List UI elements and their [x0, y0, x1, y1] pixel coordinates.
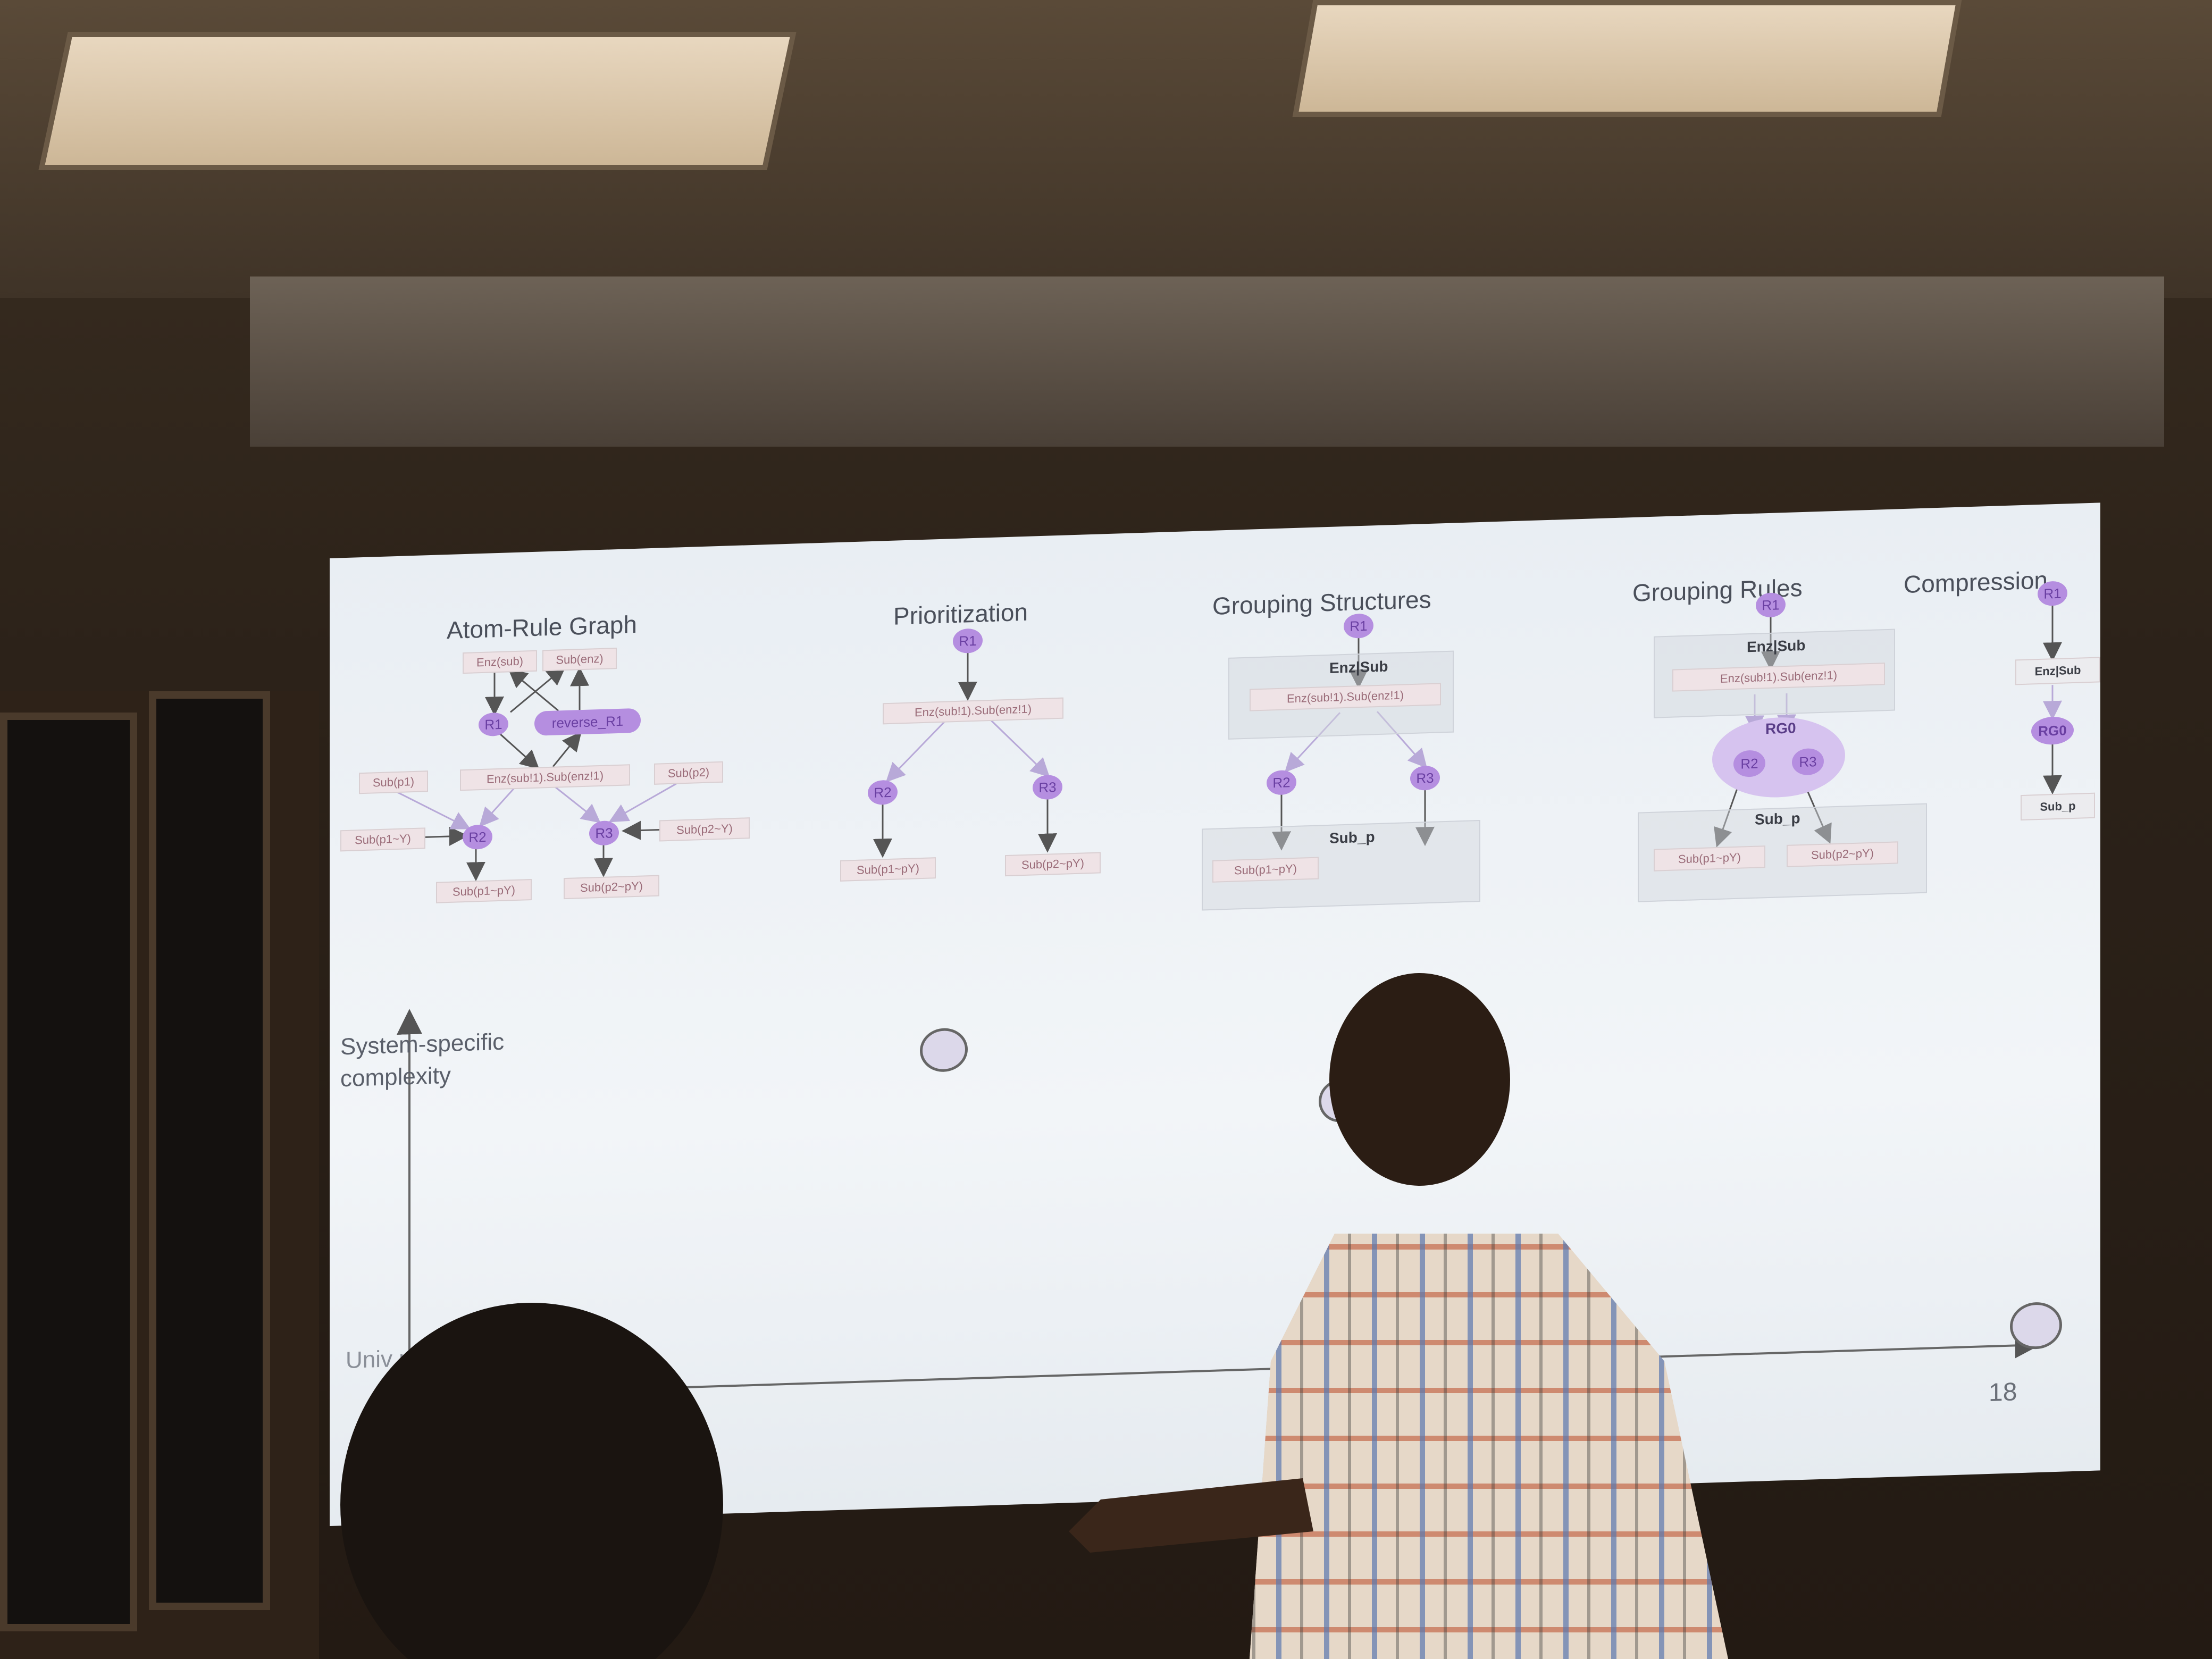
- prio-sub-p1-py: Sub(p1~pY): [840, 857, 936, 882]
- atom-sub-p1-y: Sub(p1~Y): [340, 827, 425, 852]
- slide-page-number: 18: [1989, 1378, 2017, 1407]
- gr-sub-p-label: Sub_p: [1755, 810, 1800, 828]
- ceiling-light-left: [38, 32, 797, 170]
- comp-sub-p: Sub_p: [2021, 792, 2095, 821]
- atom-sub-p1-py: Sub(p1~pY): [436, 879, 532, 903]
- gr-group-label: Enz|Sub: [1747, 636, 1806, 656]
- panel-title-compression: Compression: [1904, 566, 2048, 598]
- atom-sub-p2-y: Sub(p2~Y): [659, 817, 750, 842]
- presenter-figure: [1069, 973, 1728, 1659]
- atom-sub-enz: Sub(enz): [542, 648, 617, 672]
- ceiling-light-right: [1292, 0, 1962, 117]
- gr-sub-p2-py: Sub(p2~pY): [1787, 841, 1898, 867]
- audience-head-foreground: [340, 1303, 723, 1659]
- gr-rg0-label: RG0: [1765, 719, 1796, 738]
- panel-title-prioritization: Prioritization: [893, 598, 1028, 630]
- panel-title-atom-rule-graph: Atom-Rule Graph: [447, 610, 637, 644]
- atom-enz-sub: Enz(sub): [463, 650, 537, 674]
- y-axis-label: System-specific complexity: [340, 1028, 505, 1092]
- comp-enz-sub: Enz|Sub: [2015, 657, 2100, 685]
- atom-sub-p2-py: Sub(p2~pY): [564, 875, 659, 900]
- door-middle: [149, 691, 270, 1610]
- door-left: [0, 713, 137, 1631]
- atom-sub-p1: Sub(p1): [359, 770, 428, 794]
- gr-sub-p1-py: Sub(p1~pY): [1654, 845, 1765, 872]
- rule-node-reverse-r1: reverse_R1: [534, 708, 641, 736]
- gs-sub-p1-py: Sub(p1~pY): [1212, 857, 1319, 883]
- gs-sub-p-label: Sub_p: [1329, 828, 1375, 847]
- gs-group-label: Enz|Sub: [1329, 658, 1388, 676]
- atom-sub-p2: Sub(p2): [654, 761, 723, 785]
- projector-screen-housing: [250, 276, 2164, 447]
- prio-sub-p2-py: Sub(p2~pY): [1005, 852, 1101, 877]
